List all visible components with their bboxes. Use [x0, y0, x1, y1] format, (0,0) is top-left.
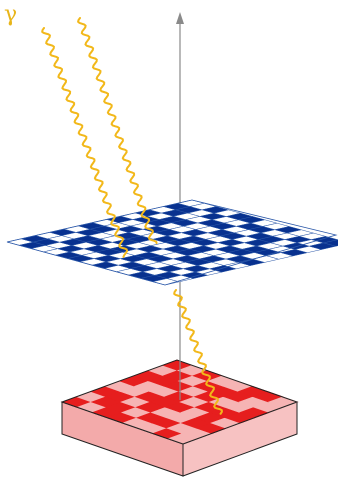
photon-ray-2	[76, 17, 158, 245]
photon-ray-1	[41, 27, 129, 258]
gamma-symbol-label: γ	[4, 2, 18, 27]
gamma-photon-rays	[41, 17, 223, 415]
detector-top-outline	[60, 359, 299, 445]
photon-ray-3	[173, 289, 223, 415]
mask-cell	[323, 239, 338, 247]
detector-block	[60, 359, 299, 477]
arrow-up-icon	[176, 12, 184, 24]
coded-aperture-mask	[6, 199, 338, 286]
detector-pixel-array	[60, 359, 299, 445]
mask-outline	[6, 199, 338, 286]
